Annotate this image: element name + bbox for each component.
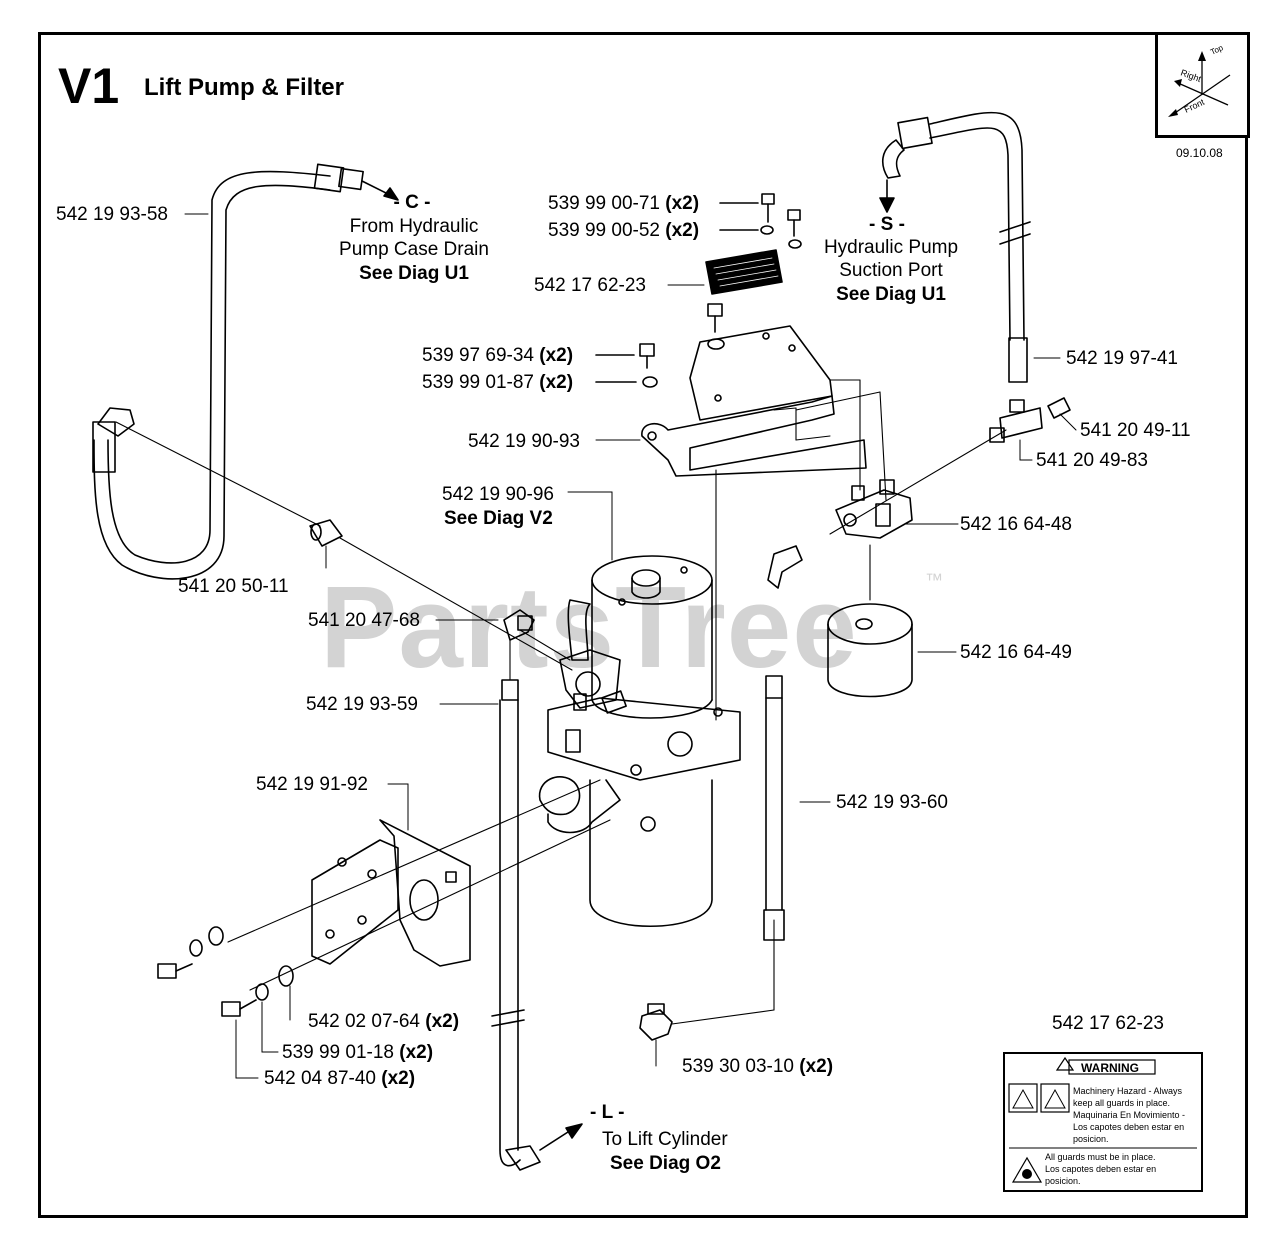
part-label-542-19-93-59: 542 19 93-59 [306,694,418,715]
part-label-542-16-64-48: 542 16 64-48 [960,514,1072,535]
elbow-539-30-03-10 [639,1003,673,1041]
part-label-542-17-62-23: 542 17 62-23 [534,275,646,296]
watermark-trademark: ™ [925,570,943,590]
connection-s-line2: Suction Port [839,260,943,281]
filter-542-16-64-49 [827,603,913,698]
decal-graphics [1008,1056,1197,1183]
connection-s-line1: Hydraulic Pump [823,237,959,258]
decal-part-number: 542 17 62-23 [1052,1013,1164,1034]
part-label-539-97-69-34: 539 97 69-34 (x2) [422,345,574,366]
diagram-title: Lift Pump & Filter [144,74,344,101]
decal-text1-line: Los capotes deben estar en [1073,1122,1185,1132]
connection-c-line1: From Hydraulic [349,216,479,237]
bracket-542-19-90-93 [641,325,867,477]
filter-head-542-16-64-48 [835,479,913,539]
watermark: PartsTree [320,562,858,692]
elbow-fitting-filter [767,545,803,589]
guards-warning-icon [1011,1156,1043,1183]
bolts-539-99-00-71 [719,193,802,249]
decal-542-17-62-23 [705,249,783,295]
connection-l-tag: - L - [590,1102,625,1123]
decal-text2-line: posicion. [1045,1176,1081,1186]
connection-c-ref: See Diag U1 [359,263,469,284]
part-label-542-19-90-93: 542 19 90-93 [468,431,580,452]
connection-c-tag: - C - [393,192,431,213]
part-label-542-19-90-96: 542 19 90-96 [442,484,554,505]
pump-542-19-90-96 [538,555,741,928]
part-label-542-04-87-40: 542 04 87-40 (x2) [264,1068,416,1089]
decal-heading: WARNING [1081,1061,1139,1075]
guide-lines [115,379,1007,1025]
connection-s-ref: See Diag U1 [836,284,946,305]
connection-c-line2: Pump Case Drain [339,239,489,260]
fitting-541-20-50-11 [309,519,343,547]
part-label-542-19-91-92: 542 19 91-92 [256,774,368,795]
leader-lines [184,213,1077,1079]
hazard-pictogram-2-icon [1040,1083,1070,1113]
orientation-compass: Top Right Front [1155,32,1250,138]
decal-text1-line: Machinery Hazard - Always [1073,1086,1183,1096]
fitting-541-20-49-11 [1047,397,1071,419]
hose-542-19-93-58 [92,163,364,580]
part-label-541-20-50-11: 541 20 50-11 [178,576,289,597]
decal-text2-line: Los capotes deben estar en [1045,1164,1157,1174]
part-label-539-99-00-52: 539 99 00-52 (x2) [548,220,700,241]
hose-542-19-93-59 [491,679,541,1171]
hazard-pictogram-icon [1008,1083,1038,1113]
connection-s-tag: - S - [869,214,905,235]
part-label-539-99-01-18: 539 99 01-18 (x2) [282,1042,434,1063]
part-label-542-19-93-60: 542 19 93-60 [836,792,948,813]
part-label-541-20-49-83: 541 20 49-83 [1036,450,1148,471]
part-label-539-99-00-71: 539 99 00-71 (x2) [548,193,700,214]
part-label-541-20-49-11: 541 20 49-11 [1080,420,1191,441]
decal-text1-line: posicion. [1073,1134,1109,1144]
connection-l-ref: See Diag O2 [610,1153,721,1174]
part-label-542-16-64-49: 542 16 64-49 [960,642,1072,663]
mount-plate-542-19-91-92 [311,819,471,967]
warning-decal: WARNING Machinery Hazard - Always keep a… [1003,1052,1203,1192]
diagram-frame [38,32,1248,1218]
bolt-set-542-04-87-40 [157,926,294,1017]
decal-text2-line: All guards must be in place. [1045,1152,1156,1162]
part-label-539-30-03-10: 539 30 03-10 (x2) [682,1056,834,1077]
hose-542-19-97-41 [881,111,1031,383]
part-label-542-19-97-41: 542 19 97-41 [1066,348,1178,369]
part-label-539-99-01-87: 539 99 01-87 (x2) [422,372,574,393]
part-label-541-20-47-68: 541 20 47-68 [308,610,420,631]
hose-542-19-93-60 [763,675,785,941]
tee-541-20-49-83 [989,399,1043,443]
diagram-code: V1 [58,58,120,114]
diagram-date: 09.10.08 [1176,146,1223,160]
pump-see-diag: See Diag V2 [444,508,553,529]
bolts-539-97-69-34 [595,303,725,388]
decal-text1-line: keep all guards in place. [1073,1098,1171,1108]
decal-text1-line: Maquinaria En Movimiento - [1073,1110,1186,1120]
part-label-542-02-07-64: 542 02 07-64 (x2) [308,1011,460,1032]
connection-l-line1: To Lift Cylinder [602,1129,728,1150]
compass-icon: Top Right Front [1168,43,1231,117]
part-label-542-19-93-58: 542 19 93-58 [56,204,168,225]
elbow-541-20-47-68 [503,609,535,641]
